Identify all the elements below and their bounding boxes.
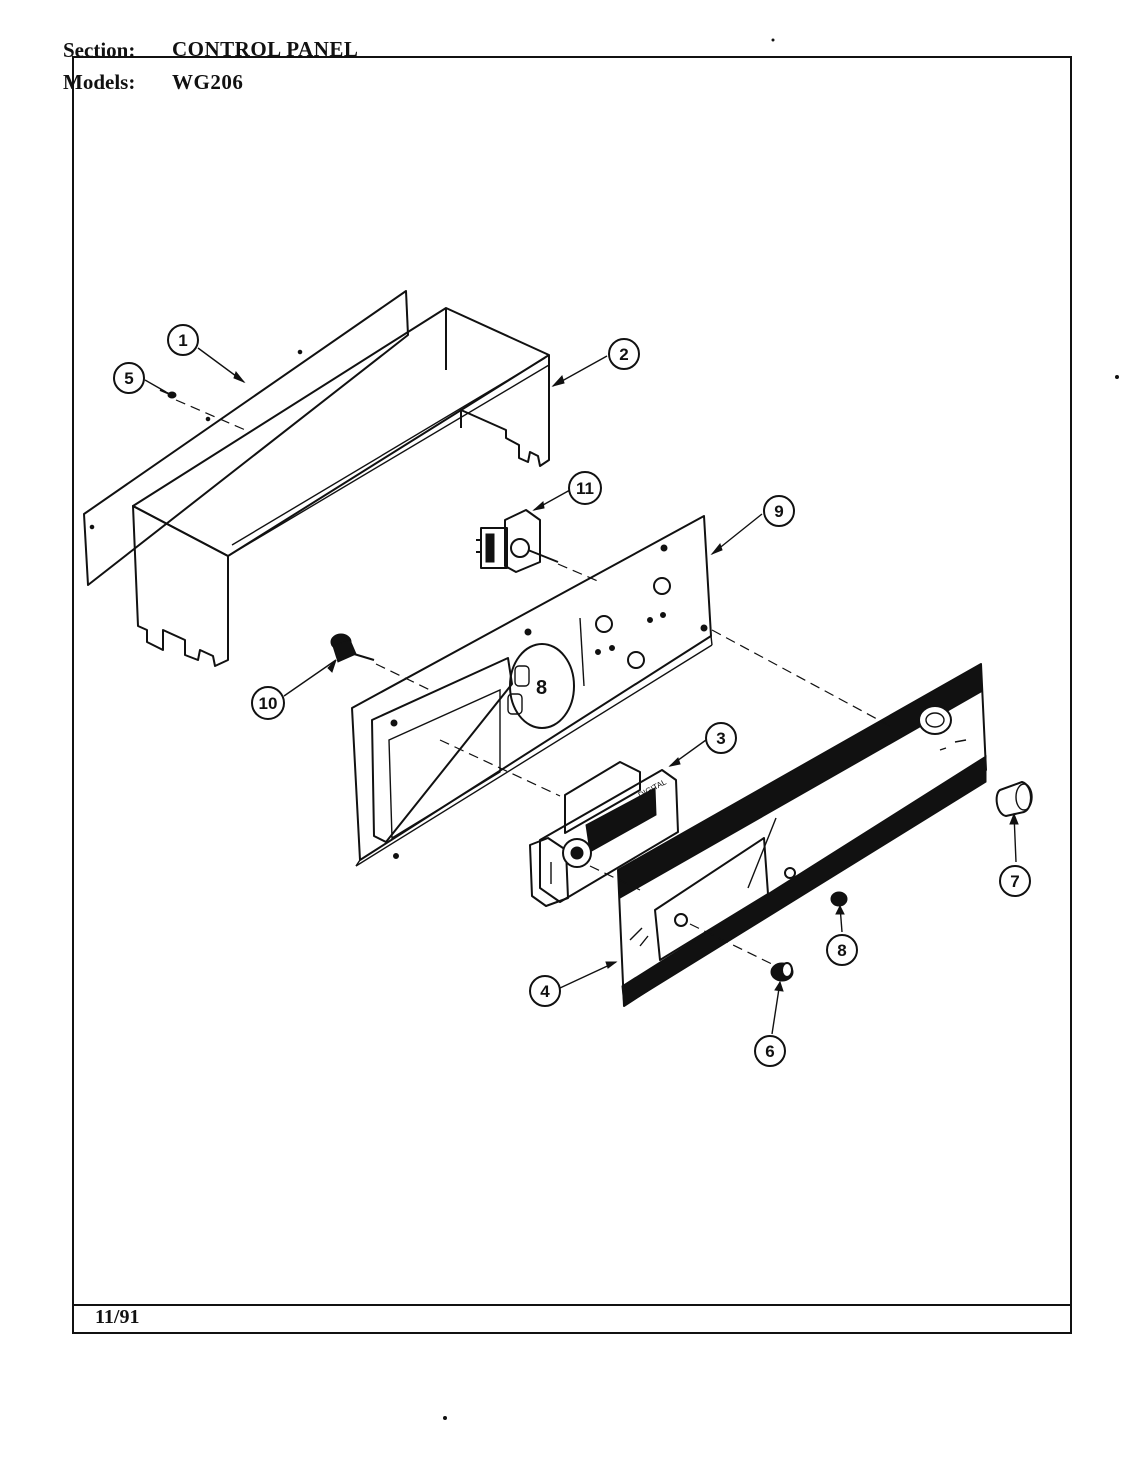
panel-bracket: 8 xyxy=(351,515,713,867)
callout-3: 3 xyxy=(705,722,737,754)
callout-label: 5 xyxy=(124,369,133,388)
footer-rule xyxy=(72,1304,1072,1306)
selector-knob xyxy=(330,633,375,663)
models-label: Models: xyxy=(63,70,136,94)
callout-9: 9 xyxy=(763,495,795,527)
drawing-frame xyxy=(72,56,1072,1334)
callout-11: 11 xyxy=(568,471,602,505)
selector-switch xyxy=(476,509,559,573)
callout-label: 8 xyxy=(837,941,846,960)
callout-4: 4 xyxy=(529,975,561,1007)
models-value: WG206 xyxy=(172,70,244,94)
callout-1: 1 xyxy=(167,324,199,356)
callout-label: 10 xyxy=(259,694,278,713)
assembly-lines xyxy=(175,399,891,967)
callout-label: 4 xyxy=(540,982,550,1001)
callout-10: 10 xyxy=(251,686,285,720)
callout-label: 2 xyxy=(619,345,628,364)
callout-label: 3 xyxy=(716,729,725,748)
callout-7: 7 xyxy=(999,865,1031,897)
callout-6: 6 xyxy=(754,1035,786,1067)
callout-label: 9 xyxy=(774,502,783,521)
rear-cover-plate xyxy=(83,290,409,586)
leader-lines xyxy=(144,347,1019,1035)
section-label: Section: xyxy=(63,38,136,62)
front-knob xyxy=(770,962,794,982)
callout-label: 7 xyxy=(1010,872,1019,891)
large-knob xyxy=(995,781,1033,817)
control-panel-fascia xyxy=(617,663,987,1007)
footer-date: 11/91 xyxy=(95,1306,140,1328)
callout-2: 2 xyxy=(608,338,640,370)
screw xyxy=(159,389,177,399)
callout-label: 6 xyxy=(765,1042,774,1061)
callout-label: 1 xyxy=(178,331,187,350)
svg-text:8: 8 xyxy=(536,677,547,699)
callout-label: 11 xyxy=(576,479,594,498)
push-button xyxy=(830,891,848,907)
callout-5: 5 xyxy=(113,362,145,394)
callout-8: 8 xyxy=(826,934,858,966)
timer-module: DIGITAL xyxy=(529,761,679,907)
control-panel-housing xyxy=(132,307,550,667)
